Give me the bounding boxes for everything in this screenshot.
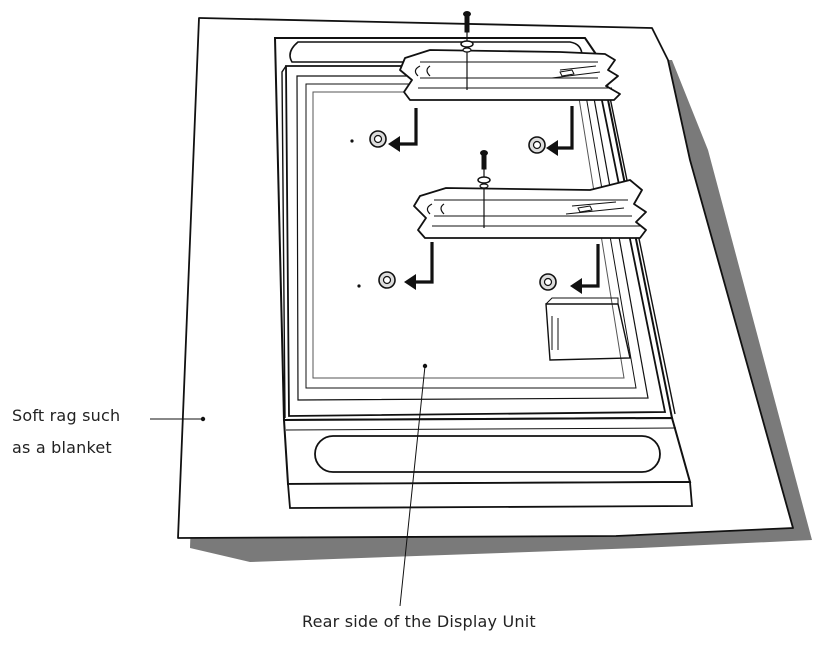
lower-screw [477,150,491,228]
label-soft-rag-line2: as a blanket [12,438,112,457]
leader-line-rear [399,363,428,607]
leader-line-rag [150,416,206,422]
washer-icon [477,176,491,184]
label-soft-rag-line1: Soft rag such [12,406,121,425]
lower-mounting-bracket [413,179,647,239]
bolt-boss-icon [369,130,557,291]
washer-icon [460,40,474,48]
arrow-left-icon [398,106,600,288]
upper-mounting-bracket [399,49,621,101]
label-rear-side: Rear side of the Display Unit [302,612,536,631]
upper-screw [460,11,474,90]
